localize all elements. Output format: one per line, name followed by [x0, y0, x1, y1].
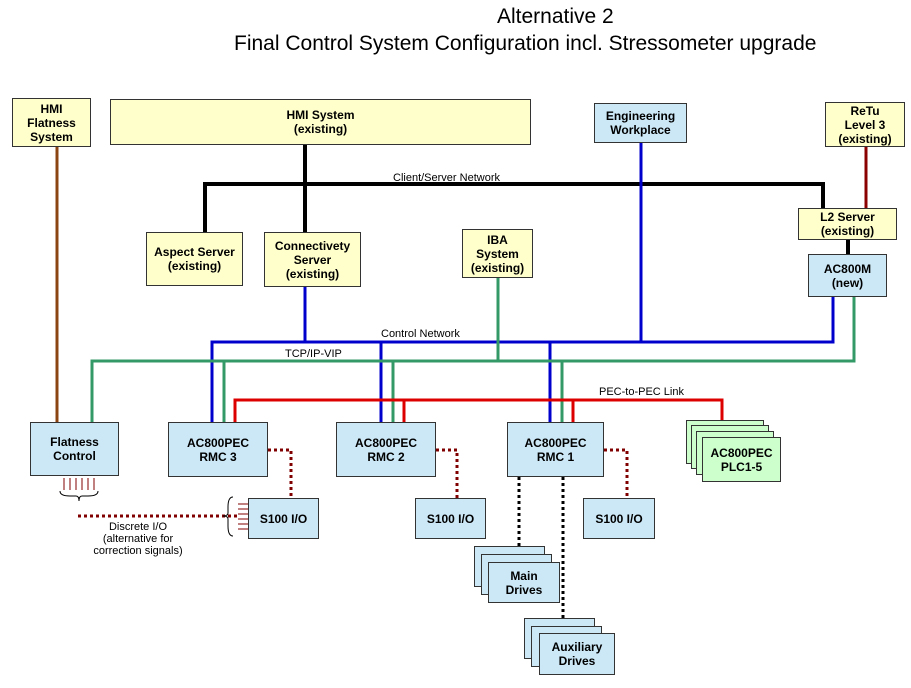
ac800pec-plc-box: AC800PEC PLC1-5	[702, 437, 781, 482]
ac800pec-rmc2-box: AC800PEC RMC 2	[336, 422, 436, 477]
iba-system-box: IBA System (existing)	[462, 229, 533, 278]
brace-left-of-s100	[222, 496, 234, 537]
retu-level3-box: ReTu Level 3 (existing)	[825, 102, 905, 147]
hmi-flatness-system-box: HMI Flatness System	[12, 98, 91, 147]
ac800pec-rmc3-box: AC800PEC RMC 3	[168, 422, 268, 477]
discrete-io-annotation: Discrete I/O (alternative for correction…	[93, 521, 183, 557]
s100-io-box-rmc3: S100 I/O	[248, 498, 319, 539]
s100-io-box-rmc1: S100 I/O	[583, 498, 655, 539]
aspect-server-box: Aspect Server (existing)	[146, 232, 243, 286]
brace-under-flatness	[59, 490, 99, 502]
client-server-network	[203, 145, 850, 254]
flatness-control-box: Flatness Control	[30, 422, 119, 476]
main-drives-box: Main Drives	[488, 562, 560, 603]
pec-to-pec-link-label: PEC-to-PEC Link	[599, 386, 684, 398]
client-server-network-label: Client/Server Network	[393, 172, 500, 184]
l2-server-box: L2 Server (existing)	[798, 208, 897, 240]
engineering-workplace-box: Engineering Workplace	[594, 103, 687, 143]
flatness-discrete-io-fan	[63, 478, 95, 490]
tcpip-network	[90, 278, 856, 422]
tcpip-vip-label: TCP/IP-VIP	[285, 348, 342, 360]
hmi-system-box: HMI System (existing)	[110, 99, 531, 145]
connectivity-server-box: Connectivety Server (existing)	[264, 232, 361, 287]
pec-link	[233, 398, 724, 422]
ac800m-box: AC800M (new)	[808, 254, 887, 297]
diagram-title-line-2: Final Control System Configuration incl.…	[234, 32, 817, 55]
io-links	[78, 448, 629, 518]
ac800pec-rmc1-box: AC800PEC RMC 1	[507, 422, 604, 477]
control-network	[210, 143, 835, 422]
diagram-title-line-1: Alternative 2	[497, 5, 614, 28]
s100-io-box-rmc2: S100 I/O	[415, 498, 486, 539]
control-network-label: Control Network	[381, 328, 460, 340]
s100-discrete-io-fan	[238, 503, 248, 530]
auxiliary-drives-box: Auxiliary Drives	[539, 633, 615, 675]
